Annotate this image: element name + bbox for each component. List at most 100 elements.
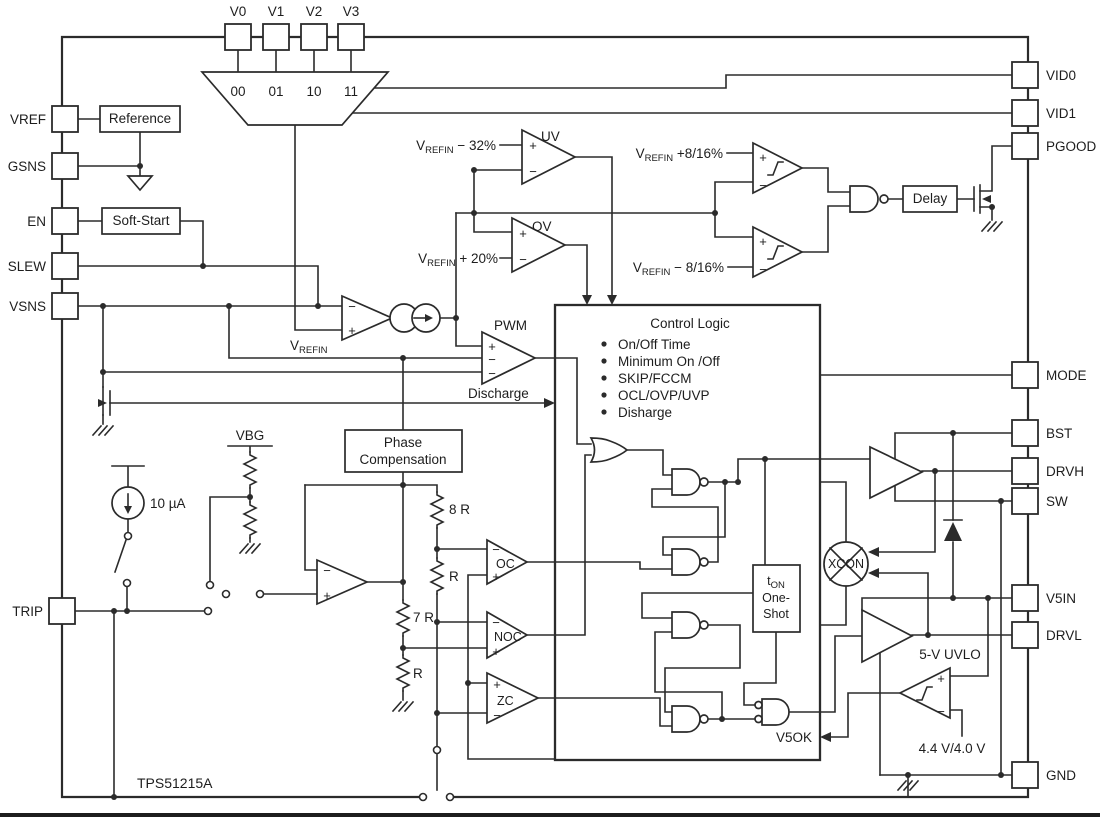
trip-switches <box>122 578 442 755</box>
nand-gate-3 <box>671 611 709 639</box>
power-ground-icon <box>238 542 262 555</box>
oc-label: OC <box>496 557 515 571</box>
pin-label-vid0: VID0 <box>1046 68 1076 83</box>
discharge-mosfet <box>98 386 111 425</box>
ton-label: tON <box>767 574 785 591</box>
ton-t: t <box>767 574 771 588</box>
oc-comparator: − + OC <box>486 538 529 586</box>
resistor-r-upper <box>429 557 445 595</box>
pwm-plus: + <box>488 339 496 354</box>
pin-en <box>51 207 79 235</box>
mux-input-01: 01 <box>268 84 283 99</box>
zc-plus: + <box>493 677 501 692</box>
pin-mode <box>1011 361 1039 389</box>
bootstrap-diode-icon <box>943 519 963 541</box>
resistor-r-lower <box>395 654 411 692</box>
control-item-3: OCL/OVP/UVP <box>618 388 710 403</box>
nand-gate-4 <box>671 705 709 733</box>
pin-label-v5in: V5IN <box>1046 591 1076 606</box>
nand-gate-1 <box>671 468 709 496</box>
nand-gate-2 <box>671 548 709 576</box>
pin-v5in <box>1011 584 1039 612</box>
pin-gnd <box>1011 761 1039 789</box>
pin-label-vid1: VID1 <box>1046 106 1076 121</box>
pin-pgood <box>1011 132 1039 160</box>
low-side-driver <box>861 608 914 664</box>
ov-comparator: + − OV <box>511 216 567 274</box>
uv-plus: + <box>529 138 537 153</box>
ov-label: OV <box>532 219 552 234</box>
pin-drvl <box>1011 621 1039 649</box>
zc-minus: − <box>493 708 501 723</box>
noc-label: NOC <box>494 630 522 644</box>
droop-current-source <box>389 303 441 333</box>
pin-label-gsns: GSNS <box>8 159 46 174</box>
pin-v0 <box>224 23 252 51</box>
or-gate <box>589 437 629 463</box>
pin-v2 <box>300 23 328 51</box>
pgood-mosfet <box>973 184 991 214</box>
ea-minus: − <box>348 299 356 314</box>
uv-input-arrow-icon <box>607 295 617 305</box>
pin-vref <box>51 105 79 133</box>
xcon-arrow-icon <box>868 547 879 557</box>
mux-input-00: 00 <box>230 84 245 99</box>
xcon-block: XCON <box>823 541 879 587</box>
pins-top: V0 V1 V2 V3 <box>224 4 365 51</box>
pin-trip <box>48 597 76 625</box>
uvlo-minus: − <box>937 704 945 719</box>
ton-line2: One- <box>762 591 790 605</box>
delay-block: Delay <box>902 185 958 213</box>
v5ok-signal: V5OK <box>776 730 831 745</box>
power-ground-icon <box>391 700 415 713</box>
pin-label-drvl: DRVL <box>1046 628 1082 643</box>
and-gate-inverted-inputs <box>754 698 790 726</box>
pin-sw <box>1011 487 1039 515</box>
ov-minus: − <box>519 252 527 267</box>
phase-compensation-block: Phase Compensation <box>344 429 463 473</box>
pin-vid0 <box>1011 61 1039 89</box>
vbg-resistor-lower <box>242 501 258 539</box>
figure-bottom-border <box>0 813 1100 817</box>
pins-right: VID0 VID1 PGOOD MODE BST DRVH SW V5IN DR… <box>1011 61 1097 789</box>
vrefin-p20-label: VREFIN + 20% <box>418 251 498 269</box>
pgood-lower-comparator: + − <box>752 225 804 279</box>
pin-label-vsns: VSNS <box>9 299 46 314</box>
noc-comparator: − + NOC <box>486 610 529 660</box>
v5ok-arrow-icon <box>820 732 831 742</box>
pin-label-v2: V2 <box>306 4 323 19</box>
control-logic-title: Control Logic <box>650 316 730 331</box>
power-ground-icon <box>896 779 920 792</box>
part-number: TPS51215A <box>137 775 213 791</box>
pin-label-bst: BST <box>1046 426 1072 441</box>
pin-label-v0: V0 <box>230 4 247 19</box>
pwm-minus1: − <box>488 352 496 367</box>
pin-label-trip: TRIP <box>12 604 43 619</box>
pgl-plus: + <box>759 234 767 249</box>
vrefin-p816-label: VREFIN +8/16% <box>636 146 723 164</box>
pwm-minus2: − <box>488 366 496 381</box>
pin-v3 <box>337 23 365 51</box>
cs-plus: + <box>323 588 331 603</box>
vrefin-label: VREFIN <box>290 338 328 356</box>
reference-block: Reference <box>99 105 181 192</box>
control-item-1: Minimum On /Off <box>618 354 720 369</box>
control-item-0: On/Off Time <box>618 337 691 352</box>
pin-label-drvh: DRVH <box>1046 464 1084 479</box>
pgood-upper-comparator: + − <box>752 141 804 195</box>
ton-sub: ON <box>771 580 785 591</box>
pin-label-vref: VREF <box>10 112 46 127</box>
vrefin-m816-label: VREFIN − 8/16% <box>633 260 724 278</box>
ton-one-shot-block: tON One- Shot <box>752 564 801 633</box>
pin-label-v1: V1 <box>268 4 285 19</box>
xcon-label: XCON <box>828 557 864 571</box>
mux-input-11: 11 <box>344 84 358 99</box>
label-r-upper: R <box>449 569 459 584</box>
pgl-minus: − <box>759 262 767 277</box>
ov-plus: + <box>519 226 527 241</box>
pin-label-pgood: PGOOD <box>1046 139 1097 154</box>
mux-input-10: 10 <box>306 84 321 99</box>
oc-minus: − <box>492 542 500 557</box>
pgu-plus: + <box>759 150 767 165</box>
